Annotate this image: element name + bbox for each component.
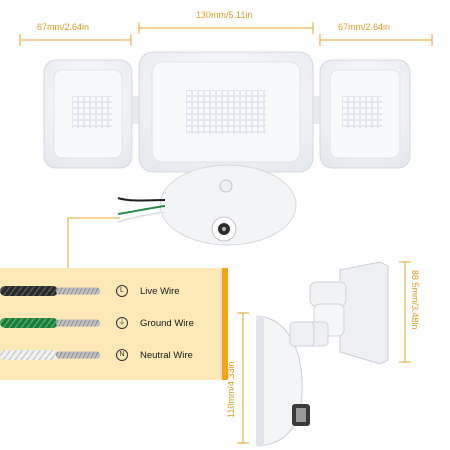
ground-wire-label: Ground Wire	[140, 318, 194, 329]
mounting-base	[159, 164, 297, 246]
center-light-panel	[138, 51, 314, 173]
neutral-wire-icon: N	[116, 349, 128, 361]
bracket-side-view	[256, 315, 315, 447]
light-head-side-view	[299, 261, 389, 365]
ground-wire-icon: ⏚	[116, 317, 128, 329]
center-width-label: 130mm/5.11in	[196, 10, 253, 20]
neutral-wire-label: Neutral Wire	[140, 350, 193, 361]
left-light-panel	[43, 59, 133, 169]
wire-samples	[0, 286, 100, 360]
live-wire-icon: L	[116, 285, 128, 297]
right-width-label: 67mm/2.64in	[338, 22, 391, 32]
live-wire-label: Live Wire	[140, 286, 180, 297]
wire-info-accent	[222, 268, 228, 380]
right-light-panel	[319, 59, 411, 169]
left-width-label: 67mm/2.64in	[37, 22, 90, 32]
